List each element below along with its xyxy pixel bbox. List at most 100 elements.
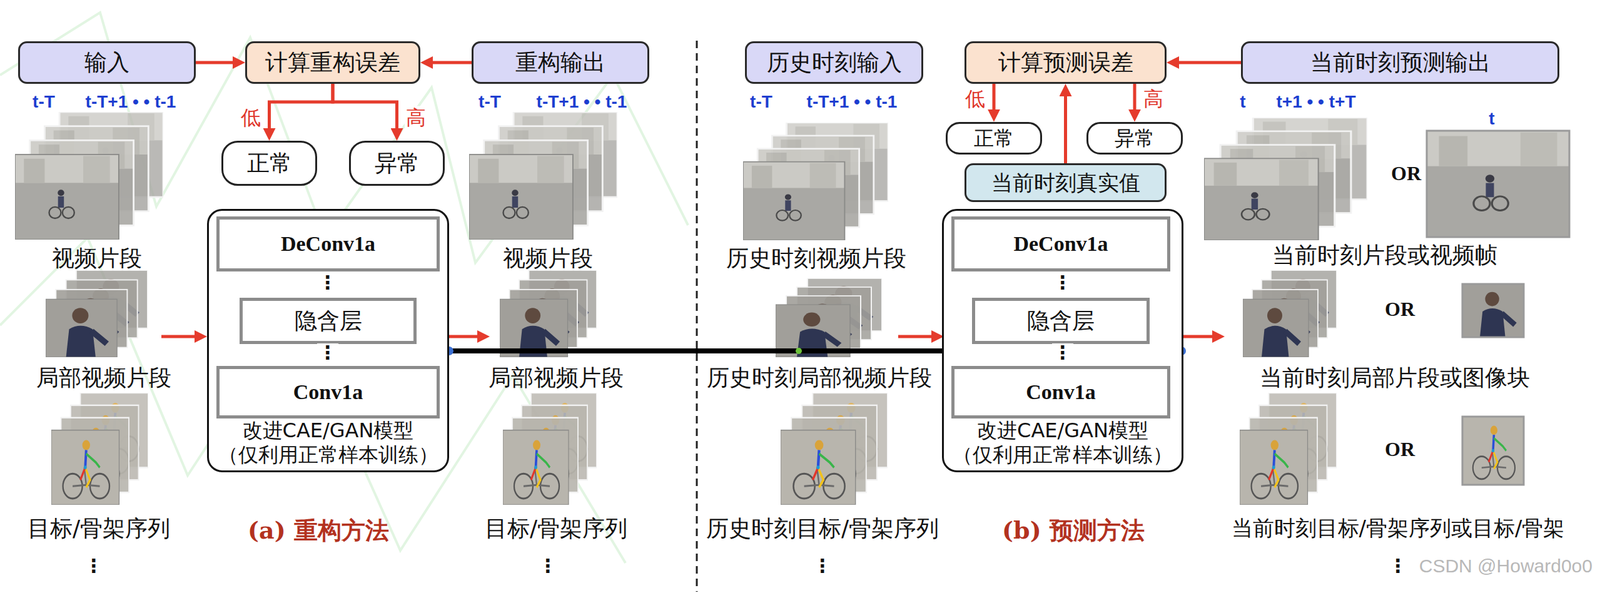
divider-dashed [696, 40, 699, 592]
output-box: 重构输出 [471, 41, 650, 84]
connector [1174, 61, 1241, 65]
time-label: t-T+1 • • t-1 [806, 91, 898, 112]
time-label: t-T [478, 91, 502, 112]
or-label: OR [1384, 297, 1415, 321]
layer-box: Conv1a [951, 365, 1171, 419]
caption: 目标/骨架序列 [27, 515, 171, 542]
node-text: 改进CAE/GAN模型 [242, 418, 415, 443]
edge-label: 高 [1142, 87, 1165, 111]
result-box: 正常 [221, 140, 318, 186]
output-arrow [449, 335, 483, 339]
anchor-dot [795, 347, 802, 355]
node-text: DeConv1a [1013, 231, 1108, 258]
model-box: 改进CAE/GAN模型（仅利用正常样本训练）DeConv1a隐含层Conv1a [207, 208, 450, 473]
video-clip-stack [743, 122, 889, 241]
node-text: 异常 [374, 149, 420, 177]
layer-box: 隐含层 [972, 297, 1150, 345]
frame-edge [1462, 283, 1524, 338]
time-label: t-T+1 • • t-1 [536, 91, 628, 112]
local-clip-stack [775, 278, 882, 358]
or-label: OR [1391, 162, 1422, 186]
layer-box: DeConv1a [216, 216, 440, 272]
ground-truth-box: 当前时刻真实值 [964, 163, 1167, 203]
node-text: 计算重构误差 [265, 48, 401, 76]
skeleton-stack [51, 392, 149, 505]
ellipsis: ⋮ [811, 556, 834, 576]
video-clip-stack [15, 111, 164, 240]
ellipsis: ⋮ [83, 556, 105, 576]
frame-edge [1426, 130, 1570, 238]
local-clip-stack [45, 270, 148, 358]
watermark: CSDN @Howard0o0 [1419, 555, 1593, 578]
node-text: Conv1a [1025, 379, 1096, 406]
caption: 当前时刻目标/骨架序列或目标/骨架 [1231, 516, 1565, 541]
node-text: Conv1a [293, 379, 363, 406]
connector [992, 83, 996, 115]
result-box: 正常 [945, 121, 1043, 155]
connector [1063, 91, 1068, 164]
frame-edge [1462, 416, 1524, 485]
video-clip-stack [469, 111, 618, 240]
ellipsis: ⋮ [317, 343, 339, 363]
connector [269, 83, 334, 134]
local-clip-stack [499, 270, 597, 358]
ellipsis: ⋮ [1387, 556, 1409, 576]
caption: 目标/骨架序列 [484, 515, 628, 542]
time-label: t+1 • • t+T [1276, 91, 1357, 112]
input-box: 输入 [18, 41, 196, 84]
ellipsis: ⋮ [1052, 343, 1074, 363]
video-clip-stack [1204, 117, 1368, 241]
method-title: (b) 预测方法 [1002, 516, 1145, 545]
node-text: 正常 [247, 149, 293, 177]
ellipsis: ⋮ [537, 556, 559, 576]
caption: 局部视频片段 [488, 364, 624, 391]
caption: 局部视频片段 [36, 364, 172, 391]
caption: 当前时刻局部片段或图像块 [1259, 364, 1530, 391]
node-text: 改进CAE/GAN模型 [977, 418, 1149, 443]
result-box: 异常 [349, 140, 445, 186]
node-text: 输入 [84, 48, 130, 76]
ellipsis: ⋮ [317, 273, 339, 293]
connector [1133, 83, 1137, 115]
output-box: 当前时刻预测输出 [1240, 41, 1560, 84]
skeleton-stack [780, 392, 888, 505]
layer-box: Conv1a [216, 365, 440, 419]
skeleton-stack [502, 392, 597, 505]
node-text: 隐含层 [294, 307, 363, 335]
local-clip-stack [1242, 270, 1337, 358]
connector [195, 61, 238, 65]
caption: 历史时刻目标/骨架序列 [706, 515, 939, 542]
time-label: t-T+1 • • t-1 [85, 91, 177, 112]
connector [332, 83, 398, 134]
input-box: 历史时刻输入 [744, 41, 924, 84]
caption: 历史时刻局部视频片段 [706, 364, 932, 391]
error-box: 计算预测误差 [964, 41, 1167, 84]
caption: 视频片段 [502, 245, 593, 271]
output-arrow [1181, 335, 1218, 339]
time-label: t-T [32, 91, 56, 112]
node-text: 正常 [973, 126, 1014, 151]
input-arrow [161, 335, 200, 339]
connector [427, 61, 472, 65]
caption: 视频片段 [51, 245, 142, 271]
method-title: (a) 重构方法 [247, 516, 390, 545]
video-frame [1426, 130, 1570, 238]
error-box: 计算重构误差 [245, 41, 421, 84]
node-text: 计算预测误差 [998, 48, 1134, 76]
node-text: 历史时刻输入 [766, 48, 902, 76]
layer-box: DeConv1a [951, 216, 1171, 272]
time-label: t-T [749, 91, 773, 112]
edge-label: 高 [404, 106, 428, 130]
node-text: DeConv1a [280, 231, 376, 258]
skeleton-stack [1239, 392, 1337, 505]
caption: 历史时刻视频片段 [726, 245, 907, 271]
node-text: 重构输出 [515, 48, 606, 76]
input-arrow [898, 335, 937, 339]
node-text: 隐含层 [1027, 307, 1095, 335]
layer-box: 隐含层 [239, 297, 417, 345]
node-text: 当前时刻真实值 [991, 170, 1141, 196]
time-label: t [1239, 91, 1246, 112]
edge-label: 低 [963, 87, 987, 111]
time-label: t [1488, 108, 1495, 129]
